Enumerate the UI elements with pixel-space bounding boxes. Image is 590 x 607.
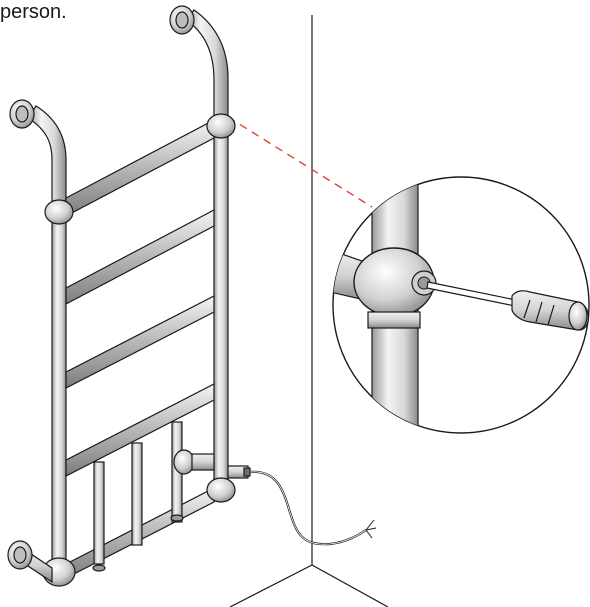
room-walls	[229, 15, 389, 607]
left-top-bend	[9, 99, 67, 206]
detail-magnifier	[332, 176, 590, 434]
screwdriver-icon	[426, 281, 590, 331]
left-upright	[51, 204, 67, 576]
caption-text: person.	[0, 1, 67, 23]
right-upright	[213, 119, 229, 486]
detail-guide-line	[227, 116, 373, 208]
rung-1	[65, 119, 215, 217]
right-top-bend	[169, 5, 229, 121]
rung-4	[65, 383, 215, 477]
heating-element-valve	[173, 449, 251, 479]
towel-rail	[7, 5, 251, 587]
cable-bare-wires	[365, 519, 377, 539]
left-bottom-bracket	[7, 540, 53, 584]
power-cable	[249, 470, 367, 546]
rung-2	[65, 209, 215, 305]
rung-3	[65, 295, 215, 389]
floor-line-left	[229, 564, 313, 607]
floor-line-right	[311, 564, 389, 607]
vertical-bars	[92, 421, 184, 572]
